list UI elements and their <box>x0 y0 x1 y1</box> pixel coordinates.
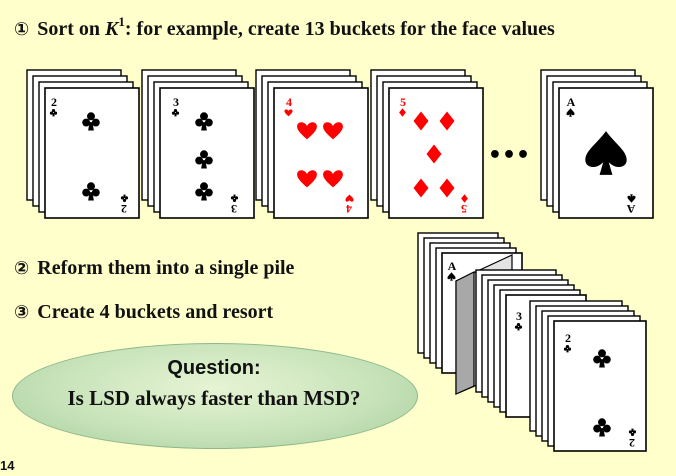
card-rank-inverted: 5 <box>461 202 467 216</box>
ellipsis: ••• <box>488 143 530 168</box>
pile-back-rank: A <box>448 259 457 273</box>
card-rank-inverted: 4 <box>346 202 352 216</box>
step-1-key-superscript: 1 <box>118 14 125 29</box>
question-bubble <box>12 343 418 449</box>
step-3-label: Create 4 buckets and resort <box>37 301 274 323</box>
card-front <box>273 87 369 219</box>
bucket-2-clubs: 2 2 <box>26 69 140 219</box>
pile-middle-rank: 3 <box>516 309 522 323</box>
bucket-3-clubs: 3 3 <box>141 69 255 219</box>
reformed-pile: A 3 2 2 <box>417 232 647 452</box>
card-rank-inverted: A <box>626 202 635 216</box>
question-text: Is LSD always faster than MSD? <box>67 386 361 410</box>
step-1-suffix: : for example, create 13 buckets for the… <box>124 18 555 40</box>
pile-front-rank: 2 <box>565 331 571 345</box>
bucket-5-diamonds: 5 5 <box>370 69 484 219</box>
step-2-text: ② Reform them into a single pile <box>14 256 294 281</box>
question-title: Question: <box>167 357 261 379</box>
card-rank-inverted: 2 <box>629 436 635 450</box>
card-rank-inverted: 3 <box>231 202 237 216</box>
page-number: 14 <box>0 458 15 473</box>
card-rank: 3 <box>173 95 179 109</box>
card-rank: 2 <box>51 95 57 109</box>
card-rank: 4 <box>286 95 292 109</box>
pile-side-dark <box>455 271 475 395</box>
step-1-marker: ① <box>14 19 30 40</box>
card-rank: A <box>567 95 576 109</box>
card-rank: 5 <box>400 95 406 109</box>
step-1-key: K <box>105 18 119 40</box>
step-2-marker: ② <box>14 258 30 279</box>
bucket-ace-spades: A A <box>540 69 654 219</box>
step-2-label: Reform them into a single pile <box>37 257 295 279</box>
step-1-prefix: Sort on <box>37 18 106 40</box>
bucket-4-hearts: 4 4 <box>255 69 369 219</box>
step-3-text: ③ Create 4 buckets and resort <box>14 300 273 325</box>
step-1-text: ① Sort on K1: for example, create 13 buck… <box>14 10 654 42</box>
step-3-marker: ③ <box>14 302 30 323</box>
card-rank-inverted: 2 <box>121 202 127 216</box>
